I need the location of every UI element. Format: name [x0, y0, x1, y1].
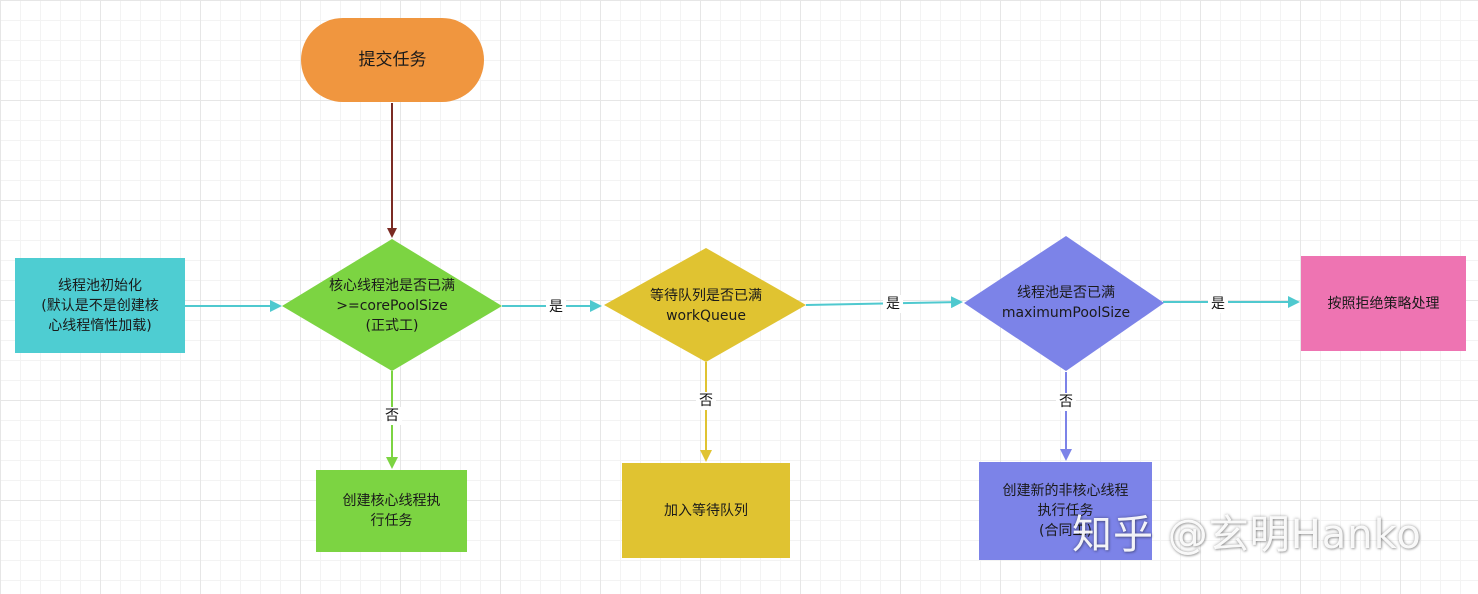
node-init-shape: [15, 258, 185, 353]
label-max-no: 否: [1056, 393, 1076, 411]
node-enqueue-shape: [622, 463, 790, 558]
node-max-check-shape: [964, 236, 1164, 371]
node-core-check-shape: [282, 239, 502, 371]
watermark: 知乎 @玄明Hanko: [1072, 512, 1422, 558]
node-create-noncore-shape: [979, 462, 1152, 560]
label-max-yes: 是: [1208, 295, 1228, 313]
node-create-core-shape: [316, 470, 467, 552]
node-reject-shape: [1301, 256, 1466, 351]
label-core-yes: 是: [546, 298, 566, 316]
label-queue-yes: 是: [883, 295, 903, 313]
node-submit-shape: [301, 18, 484, 102]
label-queue-no: 否: [696, 392, 716, 410]
node-queue-check-shape: [604, 248, 806, 362]
label-core-no: 否: [382, 407, 402, 425]
